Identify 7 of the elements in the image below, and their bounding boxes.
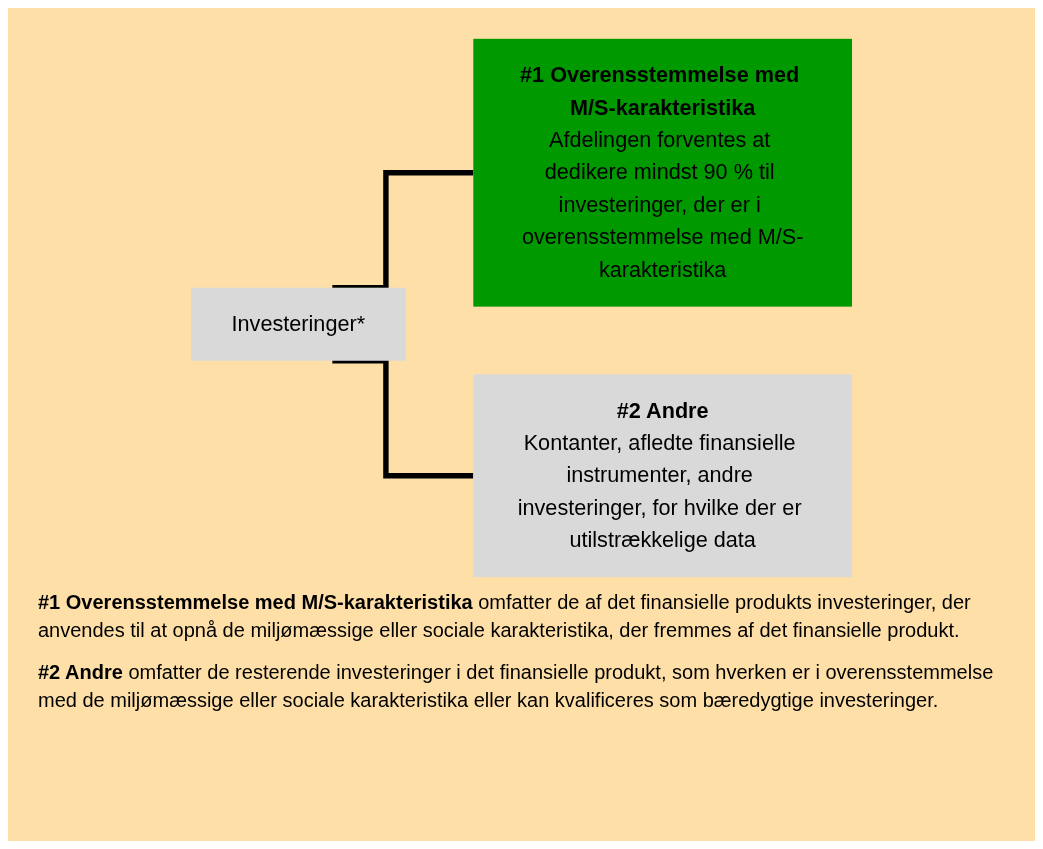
node-box — [190, 287, 406, 361]
connector — [332, 358, 474, 479]
note-paragraph: #2 Andre omfatter de resterende investeringer i det finansielle produkt, som hverken er i overensstemmelse med de miljømæssige eller sociale karakteristika eller kan kvalificeres som bæredygtige investeringer. — [38, 660, 995, 713]
node-box — [473, 374, 853, 578]
diagram: Investeringer* #1 Overensstemmelse med M/S-karakteristika Afdelingen forventes at dedikere mindst 90 % til investeringer, der er i overensstemmelse med M/S-karakteristika #2 Andre Kontanter, afledte finansielle instrumenter, andre investeringer, for hvilke der er utilstrækkelige data — [38, 28, 1005, 588]
node-box — [473, 38, 853, 307]
note-paragraph: #1 Overensstemmelse med M/S-karakteristika omfatter de af det finansielle produkts investeringer, der anvendes til at opnå de miljømæssige eller sociale karakteristika, der fremmes af det finansielle produkt. — [38, 590, 972, 643]
